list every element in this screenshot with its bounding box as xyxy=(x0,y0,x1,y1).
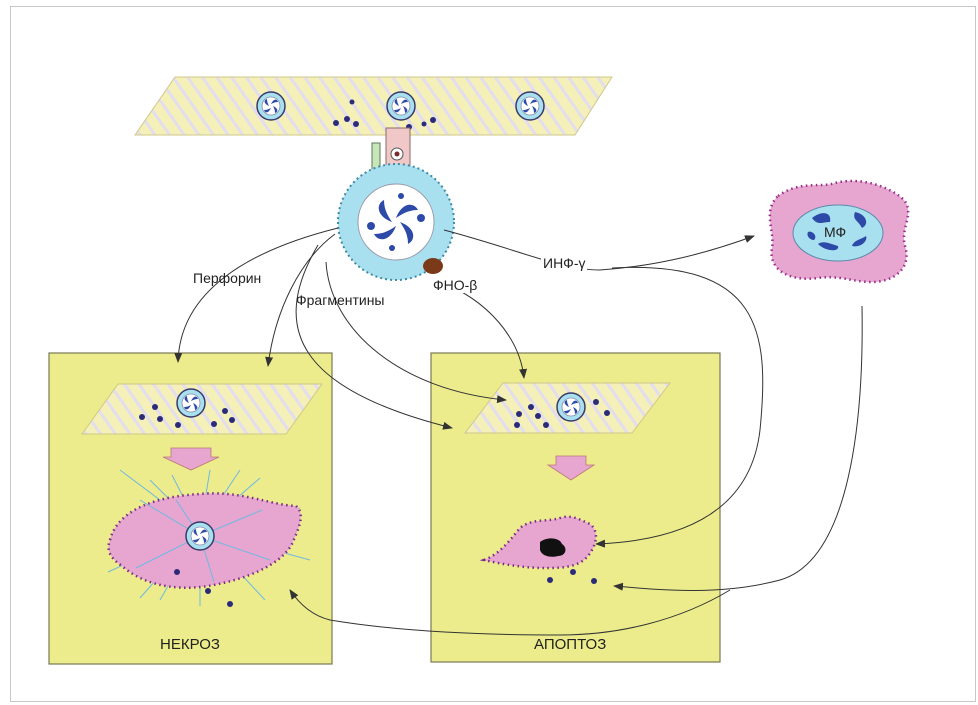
ifn-to-apoptosis-arrow xyxy=(595,266,764,548)
ifn-arrow xyxy=(443,229,755,271)
perforin-arrow xyxy=(174,227,339,363)
tnf-beta-label: ФНО-β xyxy=(433,277,478,293)
nucleus-icon xyxy=(185,521,215,551)
fragmentins-arrow xyxy=(295,244,453,430)
condensed-chromatin xyxy=(540,538,566,557)
fragmentins-arrow-2 xyxy=(325,261,507,404)
perforin-label: Перфорин xyxy=(193,270,262,286)
immune-synapse xyxy=(371,127,411,184)
nucleus-icon xyxy=(556,392,586,422)
down-arrow-necrosis xyxy=(162,447,220,471)
macrophage-label: МФ xyxy=(824,224,847,240)
apoptosis-to-necrosis-arrow xyxy=(289,589,731,636)
macrophage xyxy=(768,179,910,284)
target-cell-band xyxy=(134,76,613,136)
nucleus-icon xyxy=(256,91,286,121)
nucleus-icon xyxy=(176,388,206,418)
apoptosis-label: АПОПТОЗ xyxy=(534,636,607,653)
down-arrow-apoptosis xyxy=(546,455,596,481)
granules xyxy=(333,99,436,130)
perforin-arrow-2 xyxy=(265,233,336,367)
nucleus-icon xyxy=(386,91,416,121)
apoptosis-panel xyxy=(430,352,721,663)
nucleus-icon xyxy=(515,91,545,121)
tnf-beta-granule xyxy=(423,258,443,274)
fragmentins-label: Фрагментины xyxy=(296,292,385,308)
necrosis-panel xyxy=(48,352,333,665)
cytotoxic-lymphocyte xyxy=(337,163,455,281)
macrophage-to-apoptosis-arrow xyxy=(613,305,863,591)
necrosis-label: НЕКРОЗ xyxy=(160,636,220,653)
ifn-gamma-label: ИНФ-γ xyxy=(541,255,588,271)
diagram-frame xyxy=(10,6,976,702)
